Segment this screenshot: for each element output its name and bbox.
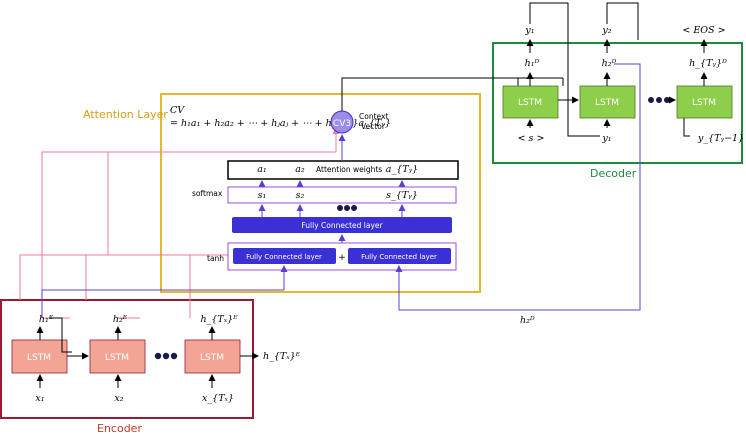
encoder-lstm-1: LSTM [11, 339, 68, 374]
decoder-hidden-2: h₂ᴰ [602, 58, 617, 69]
encoder-title: Encoder [97, 422, 142, 435]
cv-node: CV3 [330, 110, 354, 134]
decoder-lstm-2: LSTM [579, 85, 636, 119]
encoder-input-2: x₂ [114, 393, 123, 404]
svg-text:CV3: CV3 [333, 119, 351, 129]
decoder-frame [492, 42, 743, 164]
svg-text:Fully Connected layer: Fully Connected layer [361, 253, 437, 261]
encoder-hidden-2: h₂ᴱ [113, 314, 128, 325]
fc-left-box: Fully Connected layer [233, 248, 336, 264]
attention-dots [337, 205, 357, 211]
decoder-input-3: y_{Tᵧ−1} [697, 133, 744, 144]
decoder-title: Decoder [590, 167, 637, 180]
encoder-to-attention-lines [19, 127, 340, 319]
decoder-hidden-1: h₁ᴰ [525, 58, 540, 69]
encoder-hidden-3: h_{Tₓ}ᴱ [200, 314, 238, 325]
svg-text:LSTM: LSTM [200, 353, 224, 363]
cv-caption-line1: Context [359, 112, 388, 121]
decoder-output-3: < EOS > [682, 25, 725, 36]
feedback-hidden-label: h₂ᴰ [520, 315, 535, 326]
plus-sign: + [338, 253, 346, 263]
svg-text:LSTM: LSTM [692, 98, 716, 108]
score-sty: s_{Tᵧ} [386, 190, 418, 201]
cv-formula-line2: = h₁a₁ + h₂a₂ + ⋯ + hⱼaⱼ + ⋯ + h_{Tᵧ}a_{… [170, 118, 391, 129]
decoder-feedback-line [395, 63, 641, 311]
cv-formula-line1: CV [170, 105, 185, 116]
encoder-hidden-1: h₁ᴱ [39, 314, 54, 325]
encoder-input-3: x_{Tₓ} [202, 393, 234, 404]
decoder-input-1: < s > [518, 133, 545, 144]
fc-top-box: Fully Connected layer [232, 217, 452, 233]
decoder-input-2: y₁ [601, 133, 611, 144]
decoder-output-2: y₂ [601, 25, 611, 36]
cv-caption-line2: Vector [361, 122, 386, 131]
weight-aty: a_{Tᵧ} [386, 164, 418, 175]
decoder-output-1: y₁ [524, 25, 534, 36]
encoder-dots [154, 352, 178, 360]
svg-text:LSTM: LSTM [105, 353, 129, 363]
encoder-input-1: x₁ [35, 393, 44, 404]
score-s1: s₁ [258, 190, 267, 201]
attention-frame [160, 93, 481, 293]
decoder-lstm-1: LSTM [502, 85, 559, 119]
score-s2: s₂ [296, 190, 305, 201]
weight-a1: a₁ [257, 164, 266, 175]
attention-title: Attention Layer [83, 108, 168, 121]
encoder-arrows [36, 317, 259, 388]
svg-text:Fully Connected layer: Fully Connected layer [301, 221, 383, 230]
encoder-lstm-3: LSTM [184, 339, 241, 374]
encoder-lstm-2: LSTM [89, 339, 146, 374]
tanh-label: tanh [207, 254, 224, 263]
cv-to-decoder-lines [341, 77, 564, 111]
fc-right-box: Fully Connected layer [348, 248, 451, 264]
svg-text:Fully Connected layer: Fully Connected layer [246, 253, 322, 261]
attention-arrows [41, 134, 406, 318]
decoder-dots [648, 97, 670, 103]
attention-weights-box [227, 160, 459, 180]
encoder-final-hidden: h_{Tₓ}ᴱ [263, 351, 301, 362]
svg-text:LSTM: LSTM [595, 98, 619, 108]
decoder-hidden-3: h_{Tᵧ}ᴰ [689, 58, 727, 69]
scores-box [227, 186, 457, 204]
svg-text:LSTM: LSTM [27, 353, 51, 363]
softmax-label: softmax [192, 189, 223, 198]
weights-label: Attention weights [316, 165, 382, 174]
decoder-arrows [526, 2, 708, 137]
weight-a2: a₂ [295, 164, 305, 175]
svg-text:LSTM: LSTM [518, 98, 542, 108]
decoder-lstm-3: LSTM [676, 85, 733, 119]
